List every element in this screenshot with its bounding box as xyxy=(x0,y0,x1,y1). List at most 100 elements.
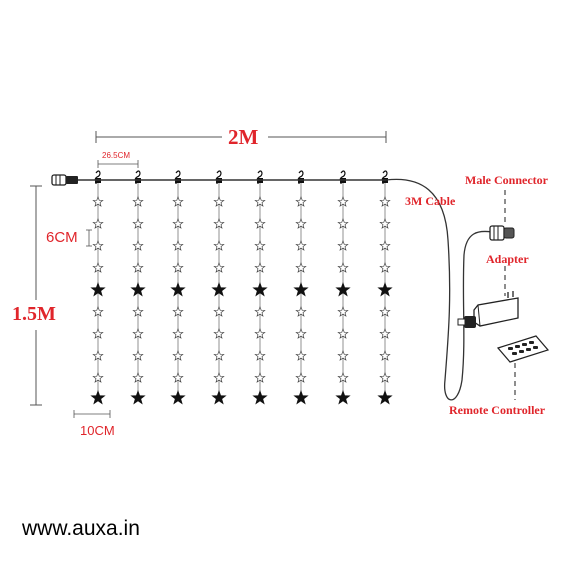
outline-star-icon xyxy=(132,239,144,251)
adapter-label: Adapter xyxy=(486,252,529,266)
outline-star-icon xyxy=(337,261,349,273)
outline-star-icon xyxy=(379,349,391,361)
outline-star-icon xyxy=(337,239,349,251)
filled-star-icon xyxy=(170,282,186,297)
outline-star-icon xyxy=(132,217,144,229)
filled-star-icon xyxy=(252,390,268,405)
star-gap-dimension xyxy=(86,229,92,247)
outline-star-icon xyxy=(337,195,349,207)
outline-star-icon xyxy=(337,217,349,229)
outline-star-icon xyxy=(254,371,266,383)
outline-star-icon xyxy=(132,305,144,317)
outline-star-icon xyxy=(213,305,225,317)
outline-star-icon xyxy=(254,305,266,317)
outline-star-icon xyxy=(295,217,307,229)
light-strand xyxy=(90,170,106,405)
filled-star-icon xyxy=(377,282,393,297)
outline-star-icon xyxy=(379,371,391,383)
outline-star-icon xyxy=(213,217,225,229)
filled-star-icon xyxy=(211,390,227,405)
width-dimension xyxy=(95,131,387,143)
spacing-label: 26.5CM xyxy=(102,151,131,160)
filled-star-icon xyxy=(170,390,186,405)
outline-star-icon xyxy=(254,261,266,273)
filled-star-icon xyxy=(335,390,351,405)
outline-star-icon xyxy=(295,349,307,361)
light-strand xyxy=(293,170,309,405)
height-label: 1.5M xyxy=(12,303,56,325)
filled-star-icon xyxy=(293,282,309,297)
outline-star-icon xyxy=(254,217,266,229)
outline-star-icon xyxy=(337,371,349,383)
filled-star-icon xyxy=(90,282,106,297)
outline-star-icon xyxy=(92,371,104,383)
outline-star-icon xyxy=(379,217,391,229)
filled-star-icon xyxy=(90,390,106,405)
filled-star-icon xyxy=(335,282,351,297)
outline-star-icon xyxy=(337,305,349,317)
outline-star-icon xyxy=(379,195,391,207)
outline-star-icon xyxy=(295,239,307,251)
outline-star-icon xyxy=(92,217,104,229)
outline-star-icon xyxy=(132,349,144,361)
outline-star-icon xyxy=(213,327,225,339)
outline-star-icon xyxy=(92,261,104,273)
outline-star-icon xyxy=(172,239,184,251)
outline-star-icon xyxy=(295,195,307,207)
filled-star-icon xyxy=(293,390,309,405)
outline-star-icon xyxy=(337,349,349,361)
light-strand xyxy=(252,170,268,405)
outline-star-icon xyxy=(379,239,391,251)
light-strand xyxy=(211,170,227,405)
outline-star-icon xyxy=(92,239,104,251)
width-label: 2M xyxy=(228,125,259,149)
outline-star-icon xyxy=(172,195,184,207)
filled-star-icon xyxy=(211,282,227,297)
outline-star-icon xyxy=(213,371,225,383)
cable-label: 3M Cable xyxy=(405,194,456,208)
outline-star-icon xyxy=(379,305,391,317)
outline-star-icon xyxy=(132,261,144,273)
outline-star-icon xyxy=(172,327,184,339)
spacing-dimension xyxy=(97,160,139,168)
bottom-gap-dimension xyxy=(73,410,111,418)
outline-star-icon xyxy=(172,371,184,383)
input-plug-icon xyxy=(51,174,78,186)
adapter-icon xyxy=(457,291,519,328)
outline-star-icon xyxy=(213,239,225,251)
light-strand xyxy=(170,170,186,405)
outline-star-icon xyxy=(132,371,144,383)
light-strand xyxy=(130,170,146,405)
outline-star-icon xyxy=(172,305,184,317)
light-strands xyxy=(90,170,393,405)
outline-star-icon xyxy=(254,195,266,207)
outline-star-icon xyxy=(132,195,144,207)
filled-star-icon xyxy=(252,282,268,297)
cable-line xyxy=(385,178,493,401)
outline-star-icon xyxy=(254,239,266,251)
outline-star-icon xyxy=(379,327,391,339)
male-connector-label: Male Connector xyxy=(465,173,548,187)
outline-star-icon xyxy=(172,217,184,229)
outline-star-icon xyxy=(213,195,225,207)
outline-star-icon xyxy=(254,327,266,339)
outline-star-icon xyxy=(92,305,104,317)
bottom-gap-label: 10CM xyxy=(80,423,115,438)
filled-star-icon xyxy=(377,390,393,405)
star-gap-label: 6CM xyxy=(46,229,78,246)
outline-star-icon xyxy=(172,349,184,361)
outline-star-icon xyxy=(92,195,104,207)
outline-star-icon xyxy=(295,305,307,317)
outline-star-icon xyxy=(337,327,349,339)
outline-star-icon xyxy=(172,261,184,273)
outline-star-icon xyxy=(379,261,391,273)
light-strand xyxy=(377,170,393,405)
remote-controller-label: Remote Controller xyxy=(449,403,546,417)
outline-star-icon xyxy=(254,349,266,361)
outline-star-icon xyxy=(295,261,307,273)
outline-star-icon xyxy=(132,327,144,339)
website-label: www.auxa.in xyxy=(22,517,140,540)
outline-star-icon xyxy=(213,349,225,361)
outline-star-icon xyxy=(295,327,307,339)
outline-star-icon xyxy=(92,349,104,361)
